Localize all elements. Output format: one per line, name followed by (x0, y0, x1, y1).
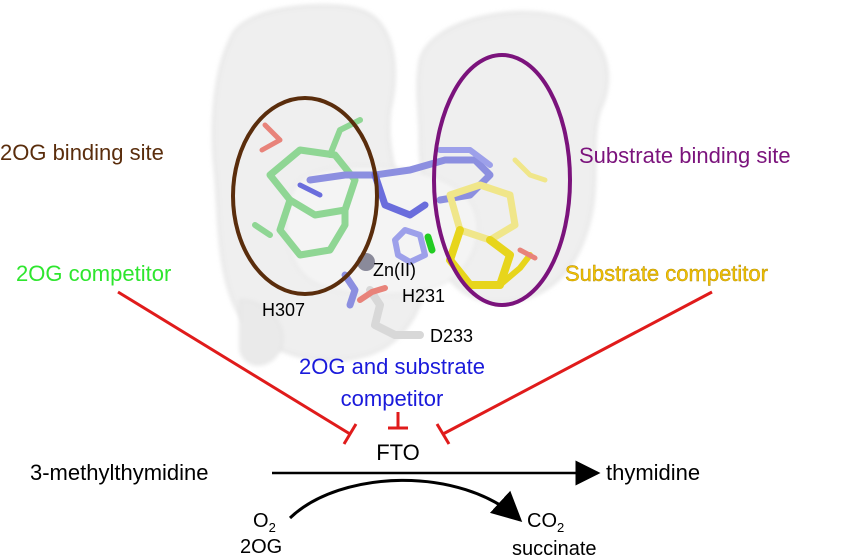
co2-label: CO2 (527, 510, 564, 535)
both-competitor-label-line2: competitor (341, 386, 444, 411)
both-competitor-label-line1: 2OG and substrate (299, 354, 485, 379)
ligand-substrate-site (446, 157, 548, 289)
2og-cosubstrate-label: 2OG (240, 536, 282, 558)
2og-competitor-label: 2OG competitor (16, 261, 171, 286)
h231-label: H231 (402, 286, 445, 306)
substrate-binding-site-label: Substrate binding site (579, 143, 791, 168)
inhibition-bar-substrate (435, 423, 451, 445)
substrate-label: 3-methylthymidine (30, 460, 209, 485)
o2-label: O2 (253, 510, 276, 535)
succinate-label: succinate (512, 538, 597, 560)
product-label: thymidine (606, 460, 700, 485)
2og-binding-site-label: 2OG binding site (0, 140, 164, 165)
d233-label: D233 (430, 326, 473, 346)
h307-label: H307 (262, 300, 305, 320)
inhibition-bar-2og (342, 423, 358, 445)
inhibition-line-2og (117, 290, 351, 436)
cosubstrate-arrow (288, 478, 523, 523)
inhibition-arrows (117, 290, 713, 445)
active-site-residues (341, 227, 436, 339)
2og-binding-site-ellipse (231, 96, 379, 296)
fto-enzyme-label: FTO (376, 440, 420, 465)
substrate-competitor-label: Substrate competitor (565, 261, 768, 286)
substrate-binding-site-ellipse (432, 53, 572, 307)
zn-label: Zn(II) (373, 260, 416, 280)
inhibition-line-substrate (442, 290, 713, 436)
